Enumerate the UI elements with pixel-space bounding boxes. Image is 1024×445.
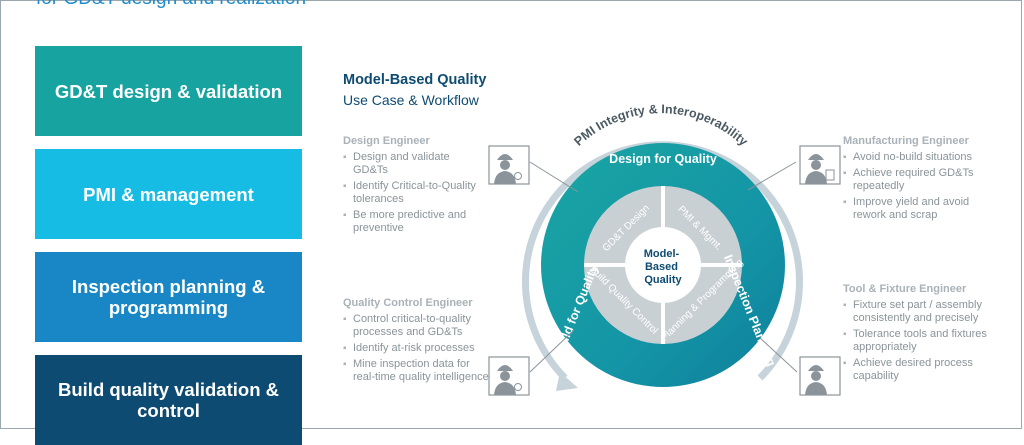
role-item: Control critical-to-quality processes an… <box>343 313 493 339</box>
role-item: Identify Critical-to-Quality tolerances <box>343 180 483 206</box>
diagram-subtitle: Use Case & Workflow <box>343 92 479 108</box>
diagram-title: Model-Based Quality <box>343 72 487 88</box>
engineer-magnifier-icon <box>488 356 530 396</box>
engineer-document-icon <box>799 145 841 185</box>
role-manufacturing-engineer: Manufacturing Engineer Avoid no-build si… <box>843 135 1003 225</box>
center-label: Model- Based Quality <box>644 248 683 286</box>
role-item: Mine inspection data for real-time quali… <box>343 358 493 384</box>
role-item: Tolerance tools and fixtures appropriate… <box>843 328 1003 354</box>
role-item: Identify at-risk processes <box>343 342 493 355</box>
role-title: Manufacturing Engineer <box>843 135 969 147</box>
role-title: Design Engineer <box>343 135 430 147</box>
slide-frame <box>0 0 1022 429</box>
engineer-wrench-icon <box>799 356 841 396</box>
role-tool-fixture-engineer: Tool & Fixture Engineer Fixture set part… <box>843 283 1003 386</box>
role-title: Quality Control Engineer <box>343 297 473 309</box>
block-gdt-design: GD&T design & validation <box>35 46 302 136</box>
role-item: Be more predictive and preventive <box>343 209 483 235</box>
role-title: Tool & Fixture Engineer <box>843 283 967 295</box>
role-item: Fixture set part / assembly consistently… <box>843 299 1003 325</box>
role-quality-control-engineer: Quality Control Engineer Control critica… <box>343 297 493 387</box>
workflow-diagram: PMI Integrity & Interoperability Design … <box>488 102 841 396</box>
connector-line <box>529 161 579 193</box>
block-pmi-management: PMI & management <box>35 149 302 239</box>
engineer-lightbulb-icon <box>488 145 530 185</box>
role-design-engineer: Design Engineer Design and validate GD&T… <box>343 135 483 238</box>
role-item: Improve yield and avoid rework and scrap <box>843 196 1003 222</box>
connector-line <box>747 161 797 191</box>
role-item: Avoid no-build situations <box>843 151 1003 164</box>
arc-arrowhead <box>556 372 578 391</box>
center-disc <box>625 227 701 303</box>
block-inspection-planning: Inspection planning & programming <box>35 252 302 342</box>
connector-line <box>759 337 798 373</box>
ring-label-design: Design for Quality <box>609 152 717 166</box>
role-item: Achieve required GD&Ts repeatedly <box>843 167 1003 193</box>
role-item: Design and validate GD&Ts <box>343 151 483 177</box>
slide-title: for GD&T design and realization <box>36 0 306 10</box>
role-item: Achieve desired process capability <box>843 357 1003 383</box>
connector-line <box>529 329 575 373</box>
